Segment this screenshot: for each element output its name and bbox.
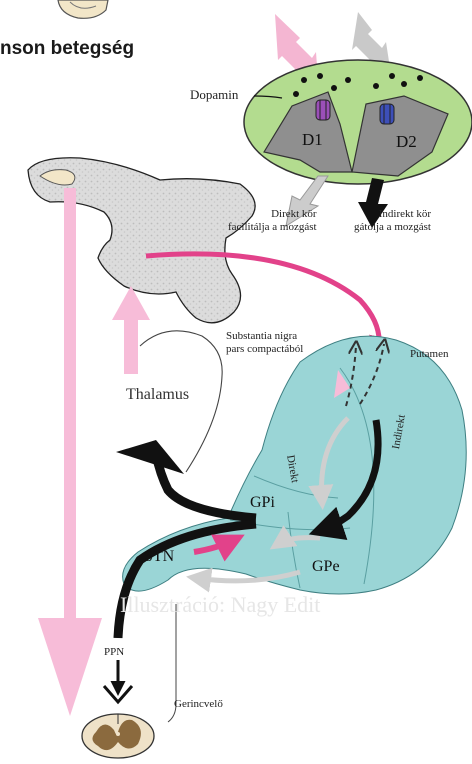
- substantia-label: Substantia nigra pars compactából: [226, 330, 303, 355]
- substantia-line1: Substantia nigra: [226, 330, 303, 343]
- gpi-label: GPi: [250, 494, 275, 512]
- indirekt-kor-line2: gátolja a mozgást: [354, 221, 431, 234]
- gpe-label: GPe: [312, 558, 340, 576]
- cortex-band: [28, 158, 255, 323]
- stn-label: STN: [144, 548, 174, 566]
- d2-receptor-icon: [380, 104, 394, 124]
- dopamine-synapse: [244, 60, 472, 184]
- pink-descending-arrow: [38, 188, 102, 716]
- putamen-label: Putamen: [410, 348, 449, 361]
- d2-label: D2: [396, 132, 417, 152]
- d1-label: D1: [302, 130, 323, 150]
- indirekt-kor-line1: Indirekt kör: [354, 208, 431, 221]
- page-title: nson betegség: [0, 38, 134, 60]
- indirekt-kor-label: Indirekt kör gátolja a mozgást: [354, 208, 431, 233]
- d1-receptor-icon: [316, 100, 330, 120]
- direkt-kor-line1: Direkt kör: [228, 208, 317, 221]
- direkt-kor-line2: facilitálja a mozgást: [228, 221, 317, 234]
- dopamin-label: Dopamin: [190, 88, 238, 103]
- thalamus-label: Thalamus: [126, 386, 189, 404]
- illustration-credit: Illusztráció: Nagy Edit: [120, 592, 320, 618]
- brain-fragment: [58, 0, 108, 18]
- spinal-cord-icon: [82, 714, 154, 758]
- substantia-line2: pars compactából: [226, 343, 303, 356]
- pink-upward-arrow: [112, 286, 150, 374]
- direkt-kor-label: Direkt kör facilitálja a mozgást: [228, 208, 317, 233]
- gerincvelo-label: Gerincvelő: [174, 698, 223, 711]
- ppn-label: PPN: [104, 646, 124, 659]
